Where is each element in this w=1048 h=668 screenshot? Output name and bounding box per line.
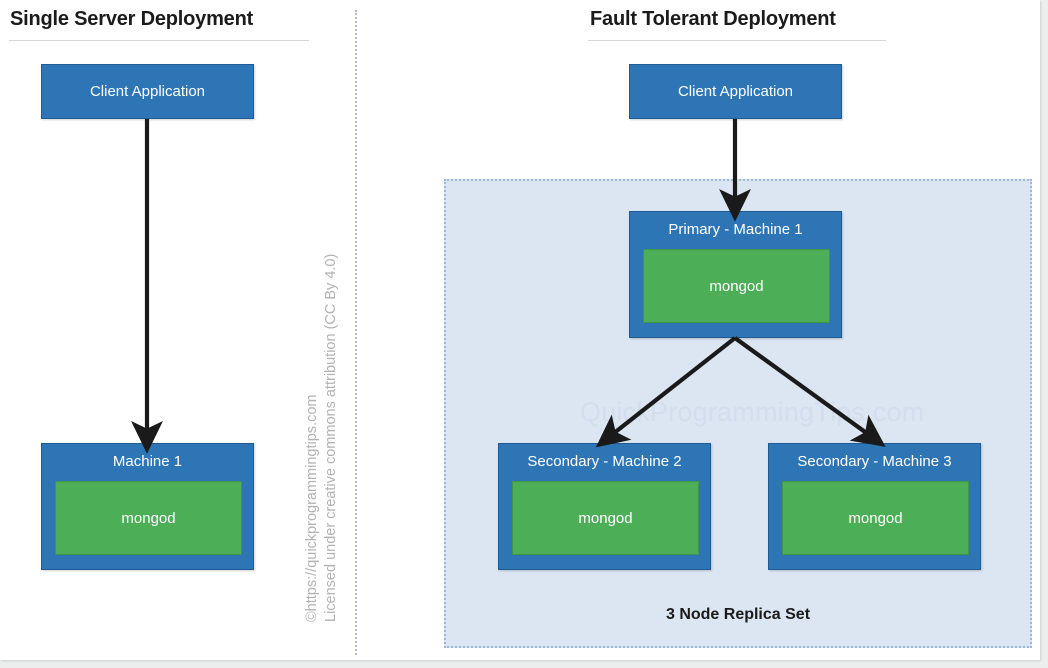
secondary-machine-2-title: Secondary - Machine 2 bbox=[527, 453, 682, 470]
left-title-rule bbox=[9, 40, 309, 41]
primary-mongod-process[interactable]: mongod bbox=[643, 249, 830, 323]
right-panel-title: Fault Tolerant Deployment bbox=[590, 8, 836, 30]
right-title-rule bbox=[588, 40, 886, 41]
left-machine-1-title: Machine 1 bbox=[112, 453, 183, 470]
secondary-machine-2-mongod-process[interactable]: mongod bbox=[512, 481, 699, 555]
secondary-machine-3-box[interactable]: Secondary - Machine 3 mongod bbox=[768, 443, 981, 570]
primary-machine-1-title: Primary - Machine 1 bbox=[668, 221, 803, 238]
credit-line-2: Licensed under creative commons attribut… bbox=[323, 253, 339, 622]
secondary-machine-3-title: Secondary - Machine 3 bbox=[797, 453, 952, 470]
left-panel-title: Single Server Deployment bbox=[10, 8, 254, 30]
left-client-application-box[interactable]: Client Application bbox=[41, 64, 254, 119]
primary-machine-1-box[interactable]: Primary - Machine 1 mongod bbox=[629, 211, 842, 338]
secondary-machine-3-mongod-process[interactable]: mongod bbox=[782, 481, 969, 555]
credit-line-1: ©https://quickprogrammingtips.com bbox=[304, 394, 320, 622]
credit-attribution: ©https://quickprogrammingtips.com Licens… bbox=[303, 254, 341, 622]
left-machine-1-box[interactable]: Machine 1 mongod bbox=[41, 443, 254, 570]
panel-divider bbox=[355, 10, 357, 655]
right-client-application-box[interactable]: Client Application bbox=[629, 64, 842, 119]
secondary-machine-2-box[interactable]: Secondary - Machine 2 mongod bbox=[498, 443, 711, 570]
left-mongod-process[interactable]: mongod bbox=[55, 481, 242, 555]
replica-set-watermark: QuickProgrammingTips.com bbox=[580, 397, 925, 427]
replica-set-label: 3 Node Replica Set bbox=[665, 606, 811, 623]
